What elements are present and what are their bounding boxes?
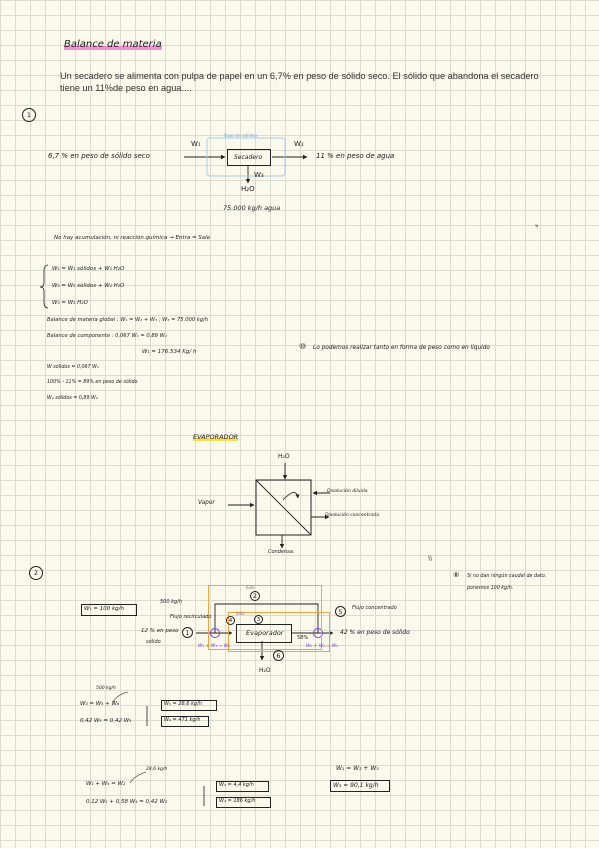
evap-h2o: H₂O: [278, 453, 290, 460]
evaporador-box: [236, 624, 292, 643]
problem-line-2: tiene un 11%de peso en agua....: [60, 83, 192, 93]
res2-b: W₄ = 186 kg/h: [219, 798, 256, 804]
p2-feed-pct-1: 12 % en peso: [141, 628, 179, 634]
part2-number-text: 2: [33, 569, 39, 577]
recycle-label: Flujo recirculado: [170, 614, 212, 620]
eq2-a: W₁ + W₄ = W₂: [86, 781, 126, 787]
part1-number-text: 1: [26, 111, 32, 119]
evaporator-box: [255, 479, 312, 536]
problem-line-1: Un secadero se alimenta con pulpa de pap…: [60, 71, 539, 81]
evaporator-diagonal: [255, 479, 312, 536]
r1: W sólidos = 0,067 W₁: [47, 365, 99, 370]
p2-h2o: H₂O: [259, 667, 271, 674]
h2o-label: H₂O: [241, 185, 255, 193]
eq1-b: 0,42 W₅ = 0,42 W₃: [80, 718, 132, 724]
p2-out-label: 42 % en peso de sólido: [340, 629, 410, 636]
split-label: W₅ + W₄ = W₆: [306, 644, 339, 649]
out-label: 11 % en peso de agua: [316, 152, 395, 160]
eq-b: W₂ = W₂ sólidos + W₂ H₂O: [52, 283, 125, 289]
stray-mark: \\: [428, 555, 433, 562]
res1-b-box: [161, 716, 209, 727]
feed-label: 6,7 % en peso de sólido seco: [48, 152, 150, 160]
p2-side-note-1: Si no dan ningún caudal de dato,: [467, 574, 547, 579]
side-bracket: ⌝: [534, 224, 538, 233]
side-note: Lo podemos realizar tanto en forma de pe…: [313, 345, 490, 351]
eq-c: W₃ = W₃ H₂O: [52, 300, 88, 306]
blue-control-volume: [206, 137, 286, 177]
page-title: Balance de materia: [64, 39, 162, 50]
res2-a: W₂ = 4,4 kg/h: [219, 782, 254, 788]
w1-box: [81, 604, 137, 616]
node-3-text: 3: [256, 617, 261, 623]
node-3: 3: [254, 615, 263, 624]
evap-diluted: Disolución diluida: [327, 489, 368, 494]
r2: 100% - 11% = 89% en peso de sólido: [47, 380, 138, 385]
side-note-num: ⑩: [299, 342, 307, 351]
w3-label: W₃: [254, 171, 264, 179]
outer-control-volume: [208, 585, 322, 650]
node-5: 5: [335, 606, 346, 617]
res3: W₃ = 90,1 kg/h: [333, 782, 379, 789]
tag-64: 64kl: [236, 611, 245, 616]
res1-a-box: [161, 700, 217, 711]
node-4: 4: [226, 616, 235, 625]
p2-side-note-2: ponemos 100 kg/h.: [467, 586, 514, 591]
res1-a: W₅ = 28,6 kg/h: [164, 701, 202, 707]
node-4-text: 4: [228, 618, 233, 624]
node-2: 2: [250, 591, 260, 601]
part1-number: 1: [22, 108, 36, 122]
res3-box: [330, 780, 390, 792]
p2-side-note-num: ⑧: [453, 571, 460, 579]
evap-vapor: Vapor: [198, 500, 215, 506]
flow-500: 500 kg/h: [160, 599, 183, 605]
result-w1: W₁ = 176.534 Kg/ h: [142, 349, 197, 355]
node-1: 1: [182, 627, 193, 638]
res2-b-box: [216, 797, 271, 808]
vapor-tag: flujo de sólidos: [224, 134, 258, 139]
tick-2: [129, 771, 147, 784]
w2-label: W₂: [294, 140, 304, 148]
eq3: W₁ = W₂ + W₃: [336, 765, 379, 772]
node-2-text: 2: [252, 592, 258, 600]
eq1-top: 500 kg/h: [96, 686, 116, 691]
no-reaction-note: No hay acumulación, ni reacción química …: [54, 235, 211, 241]
part2-number: 2: [29, 566, 43, 580]
evaporador-label: Evaporador: [246, 629, 284, 637]
w1-box-text: W₁ = 100 kg/h: [84, 606, 125, 612]
component-balance: Balance de componente : 0,067 W₁ = 0,89 …: [47, 333, 167, 339]
eq-a: W₁ = W₁ sólidos + W₁ H₂O: [52, 266, 125, 272]
global-balance: Balance de materia global : W₁ = W₂ + W₃…: [47, 317, 209, 323]
evap-inner-arrow: [282, 492, 300, 501]
concentrate-label: Flujo concentrado: [352, 605, 397, 611]
pct-58: 58%: [297, 635, 309, 641]
split-node: [313, 628, 323, 638]
p2-feed-pct-2: sólido: [146, 639, 161, 645]
w1-label: W₁: [191, 140, 201, 148]
evap-condensate: Condensa.: [268, 549, 295, 555]
node-5-text: 5: [338, 608, 343, 616]
secadero-box: [227, 149, 271, 166]
eq2-top: 28,6 kg/h: [146, 767, 168, 772]
tick-1: [112, 691, 129, 703]
mix-node: [210, 628, 220, 638]
res1-b: W₆ = 471 kg/h: [164, 717, 201, 723]
recycle-line: [214, 603, 319, 633]
eq2-b: 0,12 W₁ + 0,58 W₄ = 0,42 W₂: [86, 799, 168, 805]
secadero-label: Secadero: [234, 154, 263, 161]
node-6: 6: [273, 650, 284, 661]
eq1-a: W₃ = W₅ + W₆: [80, 701, 120, 707]
evap-concentrated: Disolución concentrada: [325, 513, 379, 518]
tag-62: 62kl: [246, 585, 255, 590]
node-1-text: 1: [185, 629, 190, 637]
res2-a-box: [216, 781, 269, 792]
water-rate: 75.000 kg/h agua: [223, 204, 281, 212]
mix-label: W₁ + W₄ = W₂: [198, 644, 231, 649]
r3: W₂ sólidos = 0,89 W₂: [47, 396, 98, 401]
evaporator-title: EVAPORADOR: [193, 433, 239, 441]
node-6-text: 6: [276, 652, 281, 660]
system-brace: [39, 264, 49, 309]
